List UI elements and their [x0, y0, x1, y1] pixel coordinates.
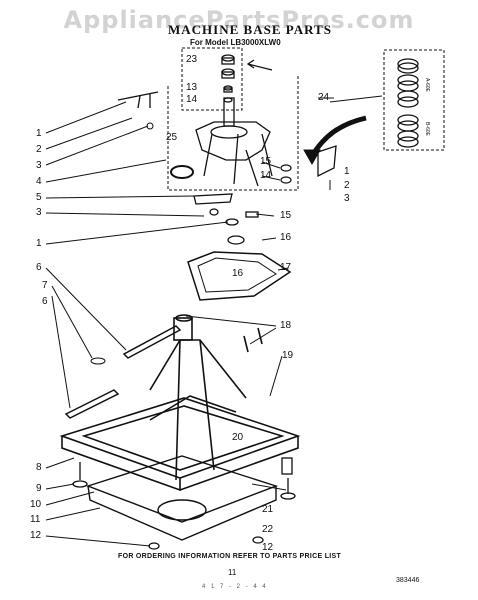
callout-2: 2 — [344, 180, 350, 191]
callout-12: 12 — [262, 542, 274, 553]
callout-3: 3 — [36, 160, 42, 171]
callout-21: 21 — [262, 504, 274, 515]
side-label-a: A-60E — [424, 78, 430, 92]
callout-17: 17 — [280, 262, 292, 273]
callout-4: 4 — [36, 176, 42, 187]
callout-13: 13 — [186, 82, 198, 93]
document-number: 383446 — [396, 577, 420, 584]
plate-part17 — [187, 251, 292, 301]
callout-1: 1 — [36, 128, 42, 139]
callout-3: 3 — [36, 207, 42, 218]
callout-1: 1 — [36, 238, 42, 249]
side-label-b: B-60E — [424, 122, 430, 136]
part24-dashed-box — [383, 49, 445, 151]
page-number: 11 — [228, 568, 237, 577]
callout-2: 2 — [36, 144, 42, 155]
callout-15: 15 — [260, 156, 272, 167]
right-bracket — [317, 145, 337, 178]
ring-part25 — [170, 165, 194, 179]
callout-24: 24 — [318, 92, 330, 103]
callout-12: 12 — [30, 530, 42, 541]
callout-15: 15 — [280, 210, 292, 221]
callout-19: 19 — [282, 350, 294, 361]
callout-11: 11 — [30, 514, 41, 525]
part24-washers — [397, 58, 419, 148]
callout-25: 25 — [166, 132, 178, 143]
callout-23: 23 — [186, 54, 198, 65]
base-frame — [59, 314, 301, 492]
pointer-arrow — [246, 59, 273, 71]
left-bracket-top — [117, 91, 159, 109]
watermark: AppliancePartsPros.com — [63, 6, 415, 34]
rail-lower — [64, 389, 120, 419]
callout-16: 16 — [232, 268, 244, 279]
margin-scribble: 4 1 7 - 2 - 4 4 — [202, 584, 268, 590]
callout-10: 10 — [30, 499, 42, 510]
model-line: For Model LB3000XLW0 — [190, 38, 281, 47]
callout-18: 18 — [280, 320, 292, 331]
callout-22: 22 — [262, 524, 274, 535]
callout-14: 14 — [186, 94, 198, 105]
callout-7: 7 — [42, 280, 48, 291]
callout-14: 14 — [260, 170, 272, 181]
top-dashed-box — [181, 47, 243, 111]
callout-8: 8 — [36, 462, 42, 473]
callout-3: 3 — [344, 193, 350, 204]
callout-6: 6 — [36, 262, 42, 273]
callout-20: 20 — [232, 432, 244, 443]
page-title: MACHINE BASE PARTS — [168, 22, 332, 37]
callout-1: 1 — [344, 166, 350, 177]
bearing-stack — [221, 54, 235, 103]
callout-16: 16 — [280, 232, 292, 243]
gearcase — [195, 97, 273, 187]
callout-5: 5 — [36, 192, 42, 203]
drip-pan — [85, 455, 279, 541]
callout-9: 9 — [36, 483, 42, 494]
callout-6: 6 — [42, 296, 48, 307]
main-dashed-box — [167, 74, 299, 191]
rail-upper — [122, 325, 182, 359]
ordering-note: FOR ORDERING INFORMATION REFER TO PARTS … — [118, 553, 342, 560]
